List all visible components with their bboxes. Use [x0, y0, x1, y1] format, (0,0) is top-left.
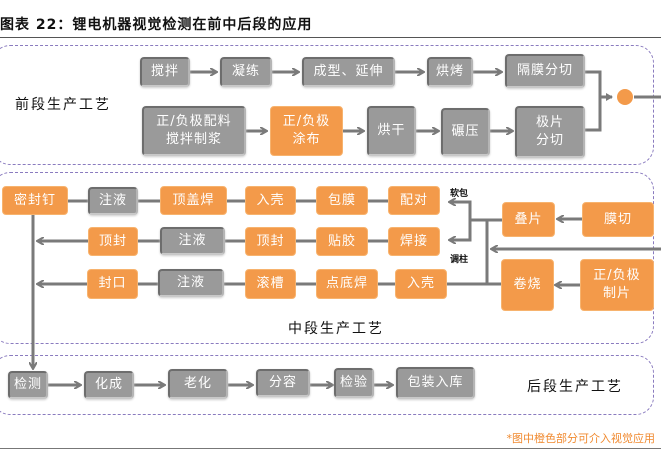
branch-label-cylinder: 调柱	[450, 255, 469, 265]
step-forming: 成型、延伸	[302, 57, 395, 87]
step-packaging: 包装入库	[396, 367, 475, 399]
step-separator-cutting: 隔膜分切	[505, 54, 585, 88]
step-baking: 烘烤	[427, 57, 473, 87]
step-formation: 化成	[84, 371, 134, 399]
step-top-seal-2: 顶封	[245, 227, 296, 256]
step-condensing: 凝练	[220, 57, 272, 87]
back-section-label: 后段生产工艺	[527, 379, 623, 395]
title-divider	[0, 37, 661, 38]
branch-label-soft-pack: 软包	[450, 189, 469, 199]
middle-section-label: 中段生产工艺	[288, 321, 384, 337]
step-top-seal-1: 顶封	[88, 227, 138, 256]
step-drying: 烘干	[367, 106, 416, 156]
step-electrode-cutting: 极片 分切	[515, 106, 585, 158]
step-injection-1: 注液	[88, 187, 138, 215]
step-coating: 正/负极 涂布	[270, 106, 343, 156]
front-section-label: 前段生产工艺	[15, 97, 111, 113]
back-section	[0, 355, 654, 415]
step-bottom-spot-welding: 点底焊	[316, 269, 378, 299]
step-rolling: 碾压	[441, 108, 490, 156]
legend-note: *图中橙色部分可介入视觉应用	[506, 432, 656, 445]
step-casing-1: 入壳	[245, 186, 296, 215]
step-injection-3: 注液	[158, 269, 224, 297]
step-casing-2: 入壳	[395, 269, 447, 299]
step-wrapping: 包膜	[316, 186, 368, 215]
step-checking: 检验	[334, 368, 374, 398]
step-inspection: 检测	[8, 371, 48, 399]
step-welding: 焊接	[388, 227, 440, 256]
step-aging: 老化	[168, 369, 228, 399]
front-section	[0, 45, 654, 165]
step-sealing: 封口	[87, 269, 138, 299]
step-stirring: 搅拌	[140, 57, 190, 87]
step-grading: 分容	[256, 369, 310, 397]
step-stacking: 叠片	[502, 202, 555, 237]
step-slurry-mixing: 正/负极配料 搅拌制浆	[142, 106, 246, 156]
figure-title: 图表 22：锂电机器视觉检测在前中后段的应用	[0, 17, 313, 33]
step-electrode-making: 正/负极 制片	[580, 259, 654, 311]
middle-section	[0, 172, 654, 344]
step-winding: 卷烧	[501, 259, 554, 311]
footer-divider	[0, 448, 661, 449]
step-pairing: 配对	[388, 186, 440, 215]
step-membrane-cutting: 膜切	[582, 202, 654, 237]
step-injection-2: 注液	[160, 227, 225, 255]
step-taping: 贴胶	[316, 227, 368, 256]
step-sealing-nail: 密封钉	[2, 186, 68, 215]
step-top-cover-welding: 顶盖焊	[160, 186, 227, 215]
step-grooving: 滚槽	[245, 269, 296, 299]
merge-node	[617, 89, 633, 105]
